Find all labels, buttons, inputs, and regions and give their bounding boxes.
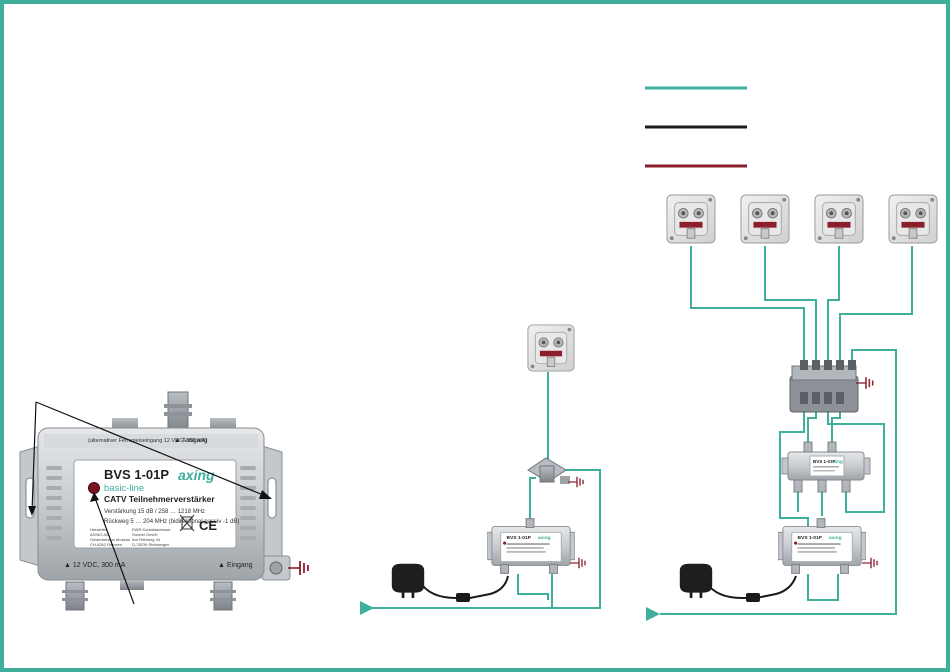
device-product: CATV Teilnehmerverstärker: [104, 494, 215, 504]
pointer-arrowhead-bracket: [259, 490, 272, 499]
wall-outlet-2: [740, 194, 790, 244]
ce-mark-icon: CE: [199, 518, 217, 533]
status-led: [88, 482, 100, 494]
svg-text:Am Rebberg 44: Am Rebberg 44: [132, 537, 161, 542]
signal-arrow-right: [646, 607, 660, 621]
device-top-label: (alternativer Fernspeiseingang 12 VDC, 3…: [88, 438, 207, 444]
svg-text:Hersteller: Hersteller: [90, 527, 108, 532]
pointer-arrowhead-led: [90, 492, 99, 502]
svg-text:Goebel GmbH: Goebel GmbH: [132, 532, 158, 537]
wall-outlet-4: [888, 194, 938, 244]
right-scenario: BVS 1-01P axing: [646, 194, 938, 621]
device-maker-col2: EWR Kontaktadresse: Goebel GmbH Am Rebbe…: [132, 527, 171, 547]
power-plug: [391, 563, 425, 598]
svg-text:EWR Kontaktadresse:: EWR Kontaktadresse:: [132, 527, 171, 532]
signal-arrow-middle: [360, 601, 374, 615]
legend: [645, 86, 747, 168]
wall-outlet-3: [814, 194, 864, 244]
amplifier-device: [19, 391, 309, 611]
svg-text:axing: axing: [831, 459, 843, 464]
device-spec-gain: Verstärkung 15 dB / 258 … 1218 MHz: [104, 509, 205, 515]
grounding-block: [789, 360, 859, 413]
power-plug-right: [679, 563, 713, 598]
svg-text:AXING AG: AXING AG: [90, 532, 109, 537]
wall-outlet-1: [666, 194, 716, 244]
device-line: basic-line: [104, 483, 144, 494]
cable-ferrite: [456, 593, 470, 602]
wall-outlet: [527, 324, 575, 372]
device-model: BVS 1-01P: [104, 467, 169, 482]
amplifier-small: [487, 518, 575, 574]
device-input-label: ▲ Eingang: [218, 562, 253, 569]
middle-scenario: [360, 324, 601, 615]
svg-text:BVS 1-01P: BVS 1-01P: [813, 459, 836, 464]
svg-text:D-78239 Rielasingen: D-78239 Rielasingen: [132, 542, 169, 547]
device-output-label: ▲ Ausgang: [174, 437, 208, 444]
amplifier-small-right: [778, 518, 866, 574]
ground-symbol-middle: [568, 476, 584, 488]
ground-block: [527, 457, 570, 484]
weee-bin-icon: [179, 514, 195, 532]
cable-ferrite-right: [746, 593, 760, 602]
device-power-label: ▲ 12 VDC, 300 mA: [64, 562, 126, 569]
device-spec-return: Rückweg 5 … 204 MHz (bidirektional passi…: [104, 519, 239, 525]
splitter: BVS 1-01P axing: [781, 441, 871, 493]
pointer-arrowhead-left: [28, 506, 36, 516]
svg-text:CH-8262 Ramsen: CH-8262 Ramsen: [90, 542, 122, 547]
pointer-lines: [31, 401, 269, 605]
device-brand: axing: [178, 467, 215, 483]
